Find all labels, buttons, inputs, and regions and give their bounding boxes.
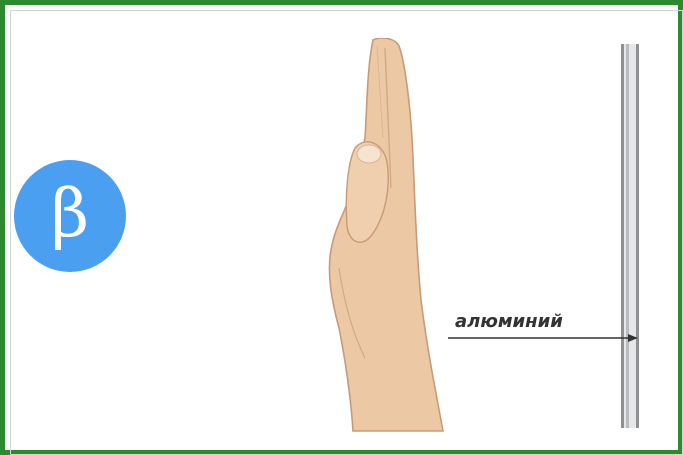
hand-illustration	[325, 38, 450, 433]
beta-particle-icon: β	[14, 160, 126, 272]
material-label: алюминий	[455, 311, 563, 332]
aluminium-foil	[619, 44, 643, 428]
label-pointer-line	[448, 333, 644, 343]
particle-symbol: β	[51, 181, 89, 247]
